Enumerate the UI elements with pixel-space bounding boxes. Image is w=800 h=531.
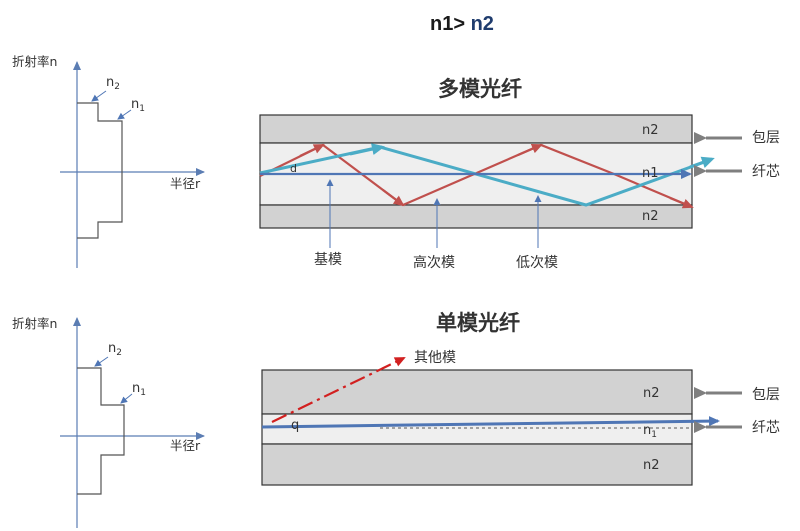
- mm-plot-ylabel: 折射率n: [12, 54, 58, 69]
- mm-index-profile: [77, 102, 123, 239]
- mm-cladding-callout: 包层: [752, 130, 780, 146]
- multimode-index-plot: [60, 61, 205, 268]
- page-title-suffix: n2: [470, 13, 494, 35]
- sm-n2-pointer: [94, 356, 109, 367]
- mm-high-order-label: 高次模: [413, 255, 455, 271]
- mm-cladding-bottom-index: n2: [642, 209, 659, 224]
- sm-cladding-top: [261, 369, 693, 415]
- sm-index-profile: [77, 367, 125, 495]
- sm-core-index: n1: [643, 423, 657, 440]
- singlemode-fiber: [261, 357, 742, 486]
- mm-low-order-ray: [259, 145, 711, 207]
- mm-red-arrow-3: [517, 143, 543, 157]
- singlemode-index-plot: [60, 317, 205, 528]
- mm-cladding-bottom: [259, 204, 693, 229]
- sm-plot-n1-label: n1: [132, 381, 146, 398]
- mm-n1-pointer: [117, 109, 132, 120]
- sm-cladding-bottom: [261, 443, 693, 486]
- mm-core-symbol: d: [290, 162, 297, 175]
- mm-n2-pointer: [91, 90, 107, 102]
- page-title: n1> n2: [430, 14, 494, 34]
- sm-plot-ylabel: 折射率n: [12, 316, 58, 331]
- sm-plot-n2-label: n2: [108, 341, 122, 358]
- sm-other-mode-ray: [271, 357, 406, 423]
- mm-red-arrow-1: [299, 144, 325, 157]
- page-title-prefix: n1>: [430, 13, 466, 35]
- sm-core: [261, 413, 693, 445]
- mm-cladding-top-index: n2: [642, 123, 659, 138]
- sm-core-ray: [261, 416, 720, 429]
- mm-cladding-top: [259, 114, 693, 144]
- mm-teal-arrow-2: [689, 156, 715, 169]
- sm-cladding-bottom-index: n2: [643, 458, 660, 473]
- mm-plot-n2-label: n2: [106, 75, 120, 92]
- sm-cladding-top-index: n2: [643, 386, 660, 401]
- mm-red-arrow-4: [669, 196, 694, 209]
- sm-plot-xlabel: 半径r: [170, 438, 201, 453]
- mm-red-arrow-2: [382, 189, 405, 207]
- multimode-title: 多模光纤: [438, 77, 522, 101]
- multimode-fiber: [259, 114, 742, 248]
- mm-teal-arrow-1: [349, 143, 385, 156]
- mm-fundamental-label: 基模: [314, 252, 342, 268]
- mm-plot-n1-label: n1: [131, 97, 145, 114]
- sm-cladding-callout: 包层: [752, 387, 780, 403]
- mm-core-callout: 纤芯: [752, 164, 780, 180]
- sm-other-mode-label: 其他模: [414, 350, 456, 366]
- singlemode-title: 单模光纤: [436, 311, 520, 335]
- sm-n1-pointer: [120, 393, 133, 404]
- mm-low-order-label: 低次模: [516, 255, 558, 271]
- mm-plot-xlabel: 半径r: [170, 176, 201, 191]
- mm-core-index: n1: [642, 166, 659, 181]
- sm-core-symbol: q: [291, 418, 300, 433]
- sm-core-callout: 纤芯: [752, 420, 780, 436]
